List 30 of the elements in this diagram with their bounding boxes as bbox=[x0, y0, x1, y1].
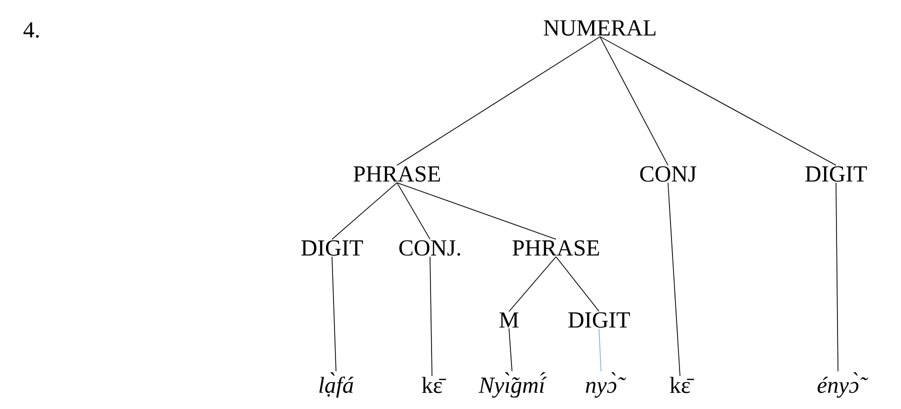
tree-branch bbox=[600, 36, 836, 166]
tree-branch bbox=[556, 256, 600, 312]
tree-branch bbox=[396, 182, 556, 240]
tree-branch bbox=[598, 328, 602, 372]
category-label: DIGIT bbox=[568, 312, 630, 328]
tree-branch bbox=[600, 36, 668, 166]
category-label: DIGIT bbox=[301, 240, 363, 256]
category-label: NUMERAL bbox=[544, 20, 656, 36]
category-label: M bbox=[499, 312, 519, 328]
tree-branch bbox=[332, 182, 398, 240]
word: ényɔ̃̀ bbox=[818, 372, 868, 398]
tree-branch bbox=[836, 182, 838, 372]
tree-branch bbox=[396, 182, 430, 240]
tree-branch bbox=[508, 256, 556, 312]
tree-branch bbox=[508, 328, 512, 372]
tree-branch bbox=[332, 256, 336, 372]
tree-branch bbox=[396, 36, 600, 166]
category-label: CONJ bbox=[640, 166, 696, 182]
category-label: CONJ. bbox=[399, 240, 460, 256]
word: kɛ̄ bbox=[670, 376, 694, 394]
tree-branch bbox=[430, 256, 432, 376]
word: Nyı̀̃gmí́ bbox=[478, 372, 547, 398]
example-number: 4. bbox=[23, 22, 39, 38]
word: kɛ̄ bbox=[422, 376, 446, 394]
category-label: PHRASE bbox=[354, 166, 440, 182]
tree-branch bbox=[668, 182, 680, 376]
category-label: DIGIT bbox=[805, 166, 867, 182]
word: nyɔ̃̀ bbox=[586, 372, 626, 398]
category-label: PHRASE bbox=[512, 240, 599, 256]
word: lạ̀fá bbox=[319, 372, 354, 398]
